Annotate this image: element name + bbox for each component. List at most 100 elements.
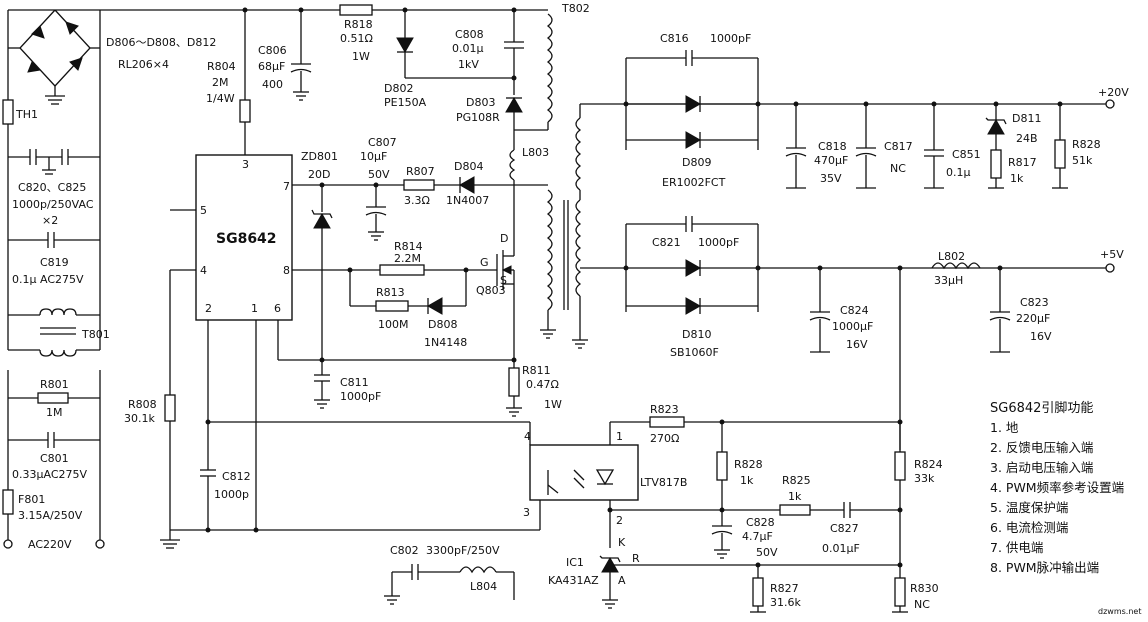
v20-label: +20V (1098, 86, 1129, 99)
rl206-label: RL206×4 (118, 58, 169, 71)
c818-value: 470μF (814, 154, 848, 167)
c808-label: C808 (455, 28, 484, 41)
c812 (170, 419, 540, 533)
gate-drive (292, 240, 522, 417)
c823-value: 220μF (1016, 312, 1050, 325)
legend-item: 7. 供电端 (990, 540, 1043, 555)
c824-volt: 16V (846, 338, 868, 351)
c824-value: 1000μF (832, 320, 873, 333)
ic1-label: IC1 (566, 556, 584, 569)
c812-value: 1000p (214, 488, 249, 501)
r801-label: R801 (40, 378, 69, 391)
c819-label: C819 (40, 256, 69, 269)
supply-path (292, 176, 556, 375)
d808-value: 1N4148 (424, 336, 467, 349)
c817-value: NC (890, 162, 906, 175)
l803-label: L803 (522, 146, 549, 159)
c827-label: C827 (830, 522, 859, 535)
ac-input-filter (2, 370, 105, 549)
r804-watt: 1/4W (206, 92, 235, 105)
c802-label: C802 (390, 544, 419, 557)
c817-label: C817 (884, 140, 913, 153)
c801-value: 0.33μAC275V (12, 468, 87, 481)
ic1-k: K (618, 536, 626, 549)
zd801-label: ZD801 (301, 150, 338, 163)
d809-label: D809 (682, 156, 711, 169)
d802-label: D802 (384, 82, 413, 95)
sg8642-ic: SG8642 3 7 5 4 8 2 1 6 (160, 154, 514, 549)
r807-label: R807 (406, 165, 435, 178)
r813-label: R813 (376, 286, 405, 299)
r801-value: 1M (46, 406, 63, 419)
ic-label: SG8642 (216, 231, 277, 247)
d803-value: PG108R (456, 111, 500, 124)
r817-label: R817 (1008, 156, 1037, 169)
c808-value: 0.01μ (452, 42, 484, 55)
r811-watt: 1W (544, 398, 562, 411)
pin8: 8 (283, 264, 290, 277)
c828-value: 4.7μF (742, 530, 773, 543)
c824-label: C824 (840, 304, 869, 317)
r814-label: R814 (394, 240, 423, 253)
r825-label: R825 (782, 474, 811, 487)
hv-rail (239, 4, 553, 240)
ic1-r: R (632, 552, 640, 565)
legend-item: 5. 温度保护端 (990, 500, 1068, 515)
c851-label: C851 (952, 148, 981, 161)
legend-title: SG6842引脚功能 (990, 400, 1093, 416)
pin2: 2 (205, 302, 212, 315)
pin7: 7 (283, 180, 290, 193)
c816-value: 1000pF (710, 32, 751, 45)
r824-label: R824 (914, 458, 943, 471)
r811-label: R811 (522, 364, 551, 377)
c812-label: C812 (222, 470, 251, 483)
r830-label: R830 (910, 582, 939, 595)
c821-label: C821 (652, 236, 681, 249)
c807-volt: 50V (368, 168, 390, 181)
bridge-label: D806～D808、D812 (106, 36, 216, 49)
r808-value: 30.1k (124, 412, 155, 425)
r828b-value: 1k (740, 474, 754, 487)
c801-label: C801 (40, 452, 69, 465)
c807-label: C807 (368, 136, 397, 149)
r828a-value: 51k (1072, 154, 1093, 167)
opto-pin4: 4 (524, 430, 531, 443)
legend-item: 3. 启动电压输入端 (990, 460, 1093, 475)
r824-value: 33k (914, 472, 935, 485)
opto-pin3: 3 (523, 506, 530, 519)
d810-label: D810 (682, 328, 711, 341)
pin3: 3 (242, 158, 249, 171)
opto-pin2: 2 (616, 514, 623, 527)
c811-value: 1000pF (340, 390, 381, 403)
c820-c825 (8, 149, 100, 175)
d808-label: D808 (428, 318, 457, 331)
r827-value: 31.6k (770, 596, 801, 609)
r808-label: R808 (128, 398, 157, 411)
d810-value: SB1060F (670, 346, 719, 359)
c823-label: C823 (1020, 296, 1049, 309)
feedback-network (529, 416, 908, 613)
c823-volt: 16V (1030, 330, 1052, 343)
c819 (8, 232, 100, 248)
d804-label: D804 (454, 160, 483, 173)
bridge-rectifier (7, 9, 245, 350)
pin1: 1 (251, 302, 258, 315)
ltv-label: LTV817B (640, 476, 687, 489)
c828-volt: 50V (756, 546, 778, 559)
c820-value: 1000p/250VAC (12, 198, 94, 211)
q803-s: S (500, 274, 507, 287)
c802-value: 3300pF/250V (426, 544, 500, 557)
q803-d: D (500, 232, 508, 245)
t801-label: T801 (81, 328, 110, 341)
f801-label: F801 (18, 493, 45, 506)
r807-value: 3.3Ω (404, 194, 430, 207)
r817-value: 1k (1010, 172, 1024, 185)
l804-label: L804 (470, 580, 497, 593)
d811-label: D811 (1012, 112, 1041, 125)
d811-value: 24B (1016, 132, 1038, 145)
ic1-a: A (618, 574, 626, 587)
th1: TH1 (2, 99, 38, 125)
r830-value: NC (914, 598, 930, 611)
r828b-label: R828 (734, 458, 763, 471)
